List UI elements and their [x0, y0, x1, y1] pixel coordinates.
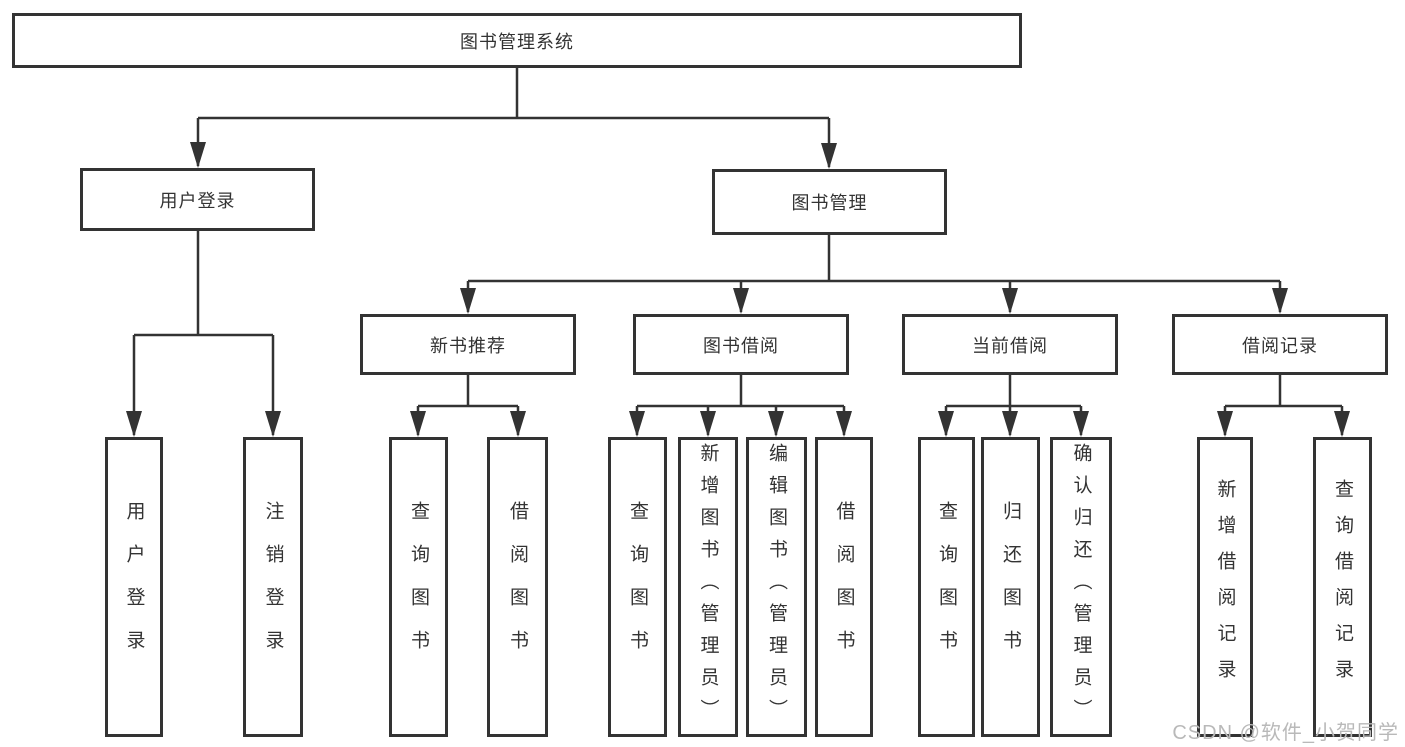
leaf-edit-books-admin-label: 编辑图书（管理员） — [766, 443, 787, 731]
leaf-add-books-admin-label: 新增图书（管理员） — [697, 443, 719, 731]
node-user-login-label: 用户登录 — [159, 190, 236, 211]
leaf-query-books-borrowing-label: 查询图书 — [627, 501, 648, 673]
leaf-borrow-books-recommendation: 借阅图书 — [487, 437, 548, 737]
leaf-confirm-return-admin-label: 确认归还（管理员） — [1070, 443, 1092, 731]
leaf-borrow-books: 借阅图书 — [815, 437, 873, 737]
leaf-query-borrow-record: 查询借阅记录 — [1313, 437, 1372, 737]
connector-lines — [132, 68, 1344, 435]
leaf-confirm-return-admin: 确认归还（管理员） — [1050, 437, 1112, 737]
node-root: 图书管理系统 — [12, 13, 1022, 68]
leaf-borrow-books-recommendation-label: 借阅图书 — [507, 501, 528, 673]
node-current-borrowing-label: 当前借阅 — [972, 335, 1048, 356]
node-borrowing-records-label: 借阅记录 — [1242, 335, 1318, 356]
leaf-query-books-borrowing: 查询图书 — [608, 437, 667, 737]
node-book-borrowing: 图书借阅 — [633, 314, 849, 375]
leaf-query-books-current: 查询图书 — [918, 437, 975, 737]
leaf-query-books-recommendation-label: 查询图书 — [408, 501, 429, 673]
leaf-add-borrow-record: 新增借阅记录 — [1197, 437, 1253, 737]
node-new-book-recommendation-label: 新书推荐 — [430, 335, 506, 356]
leaf-query-books-recommendation: 查询图书 — [389, 437, 448, 737]
node-current-borrowing: 当前借阅 — [902, 314, 1118, 375]
node-borrowing-records: 借阅记录 — [1172, 314, 1388, 375]
node-book-management-label: 图书管理 — [791, 193, 868, 213]
leaf-add-books-admin: 新增图书（管理员） — [678, 437, 738, 737]
leaf-user-login-label: 用户登录 — [123, 501, 145, 673]
node-new-book-recommendation: 新书推荐 — [360, 314, 576, 375]
leaf-add-borrow-record-label: 新增借阅记录 — [1214, 479, 1236, 695]
leaf-return-books-label: 归还图书 — [1000, 501, 1021, 673]
leaf-return-books: 归还图书 — [981, 437, 1040, 737]
leaf-logout-label: 注销登录 — [262, 501, 284, 673]
node-user-login: 用户登录 — [80, 168, 315, 231]
leaf-edit-books-admin: 编辑图书（管理员） — [746, 437, 807, 737]
leaf-logout: 注销登录 — [243, 437, 303, 737]
leaf-user-login: 用户登录 — [105, 437, 163, 737]
leaf-borrow-books-label: 借阅图书 — [833, 501, 855, 673]
node-book-borrowing-label: 图书借阅 — [703, 335, 779, 356]
leaf-query-books-current-label: 查询图书 — [936, 501, 957, 673]
node-root-label: 图书管理系统 — [460, 31, 574, 52]
node-book-management: 图书管理 — [712, 169, 947, 235]
leaf-query-borrow-record-label: 查询借阅记录 — [1332, 479, 1353, 695]
csdn-watermark: CSDN @软件_小贺同学 — [1172, 722, 1399, 744]
